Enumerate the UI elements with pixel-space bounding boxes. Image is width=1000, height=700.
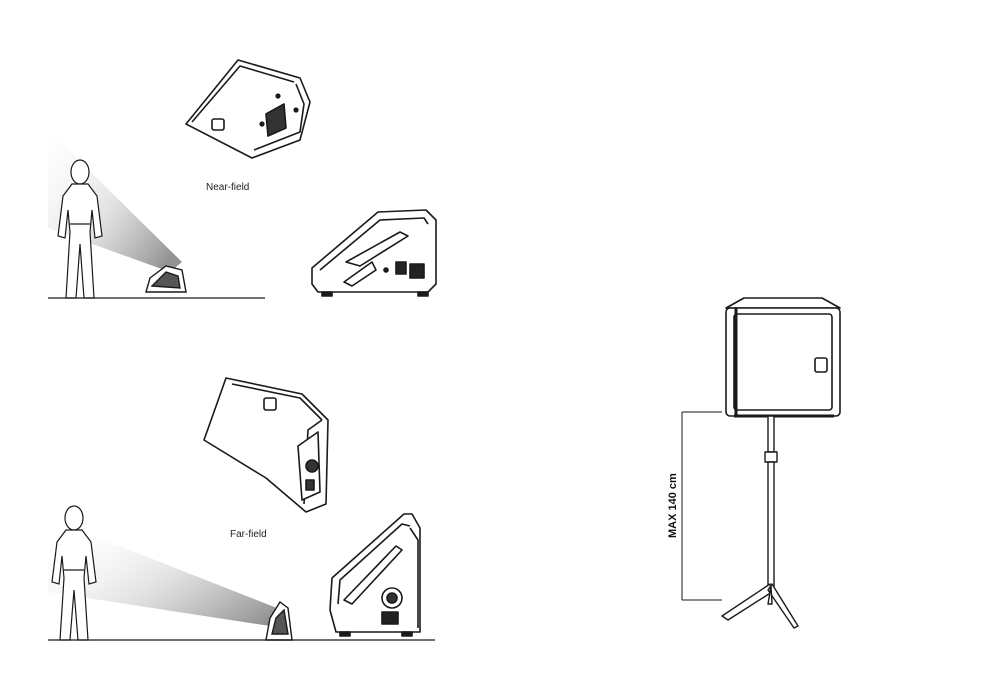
- near-field-monitor-iso-icon: [185, 59, 311, 159]
- far-field-monitor-iso-icon: [203, 377, 329, 513]
- far-field-sound-beam: [48, 518, 282, 626]
- near-field-listener-figure: [57, 159, 103, 299]
- near-field-label: Near-field: [206, 182, 249, 193]
- speaker-stand-icon: [721, 415, 799, 629]
- far-field-monitor-side-icon: [329, 513, 421, 637]
- far-field-listener-figure: [51, 505, 97, 641]
- stand-speaker-cabinet-icon: [725, 297, 841, 418]
- max-height-dimension-line: [681, 411, 722, 601]
- far-field-small-monitor-icon: [265, 600, 293, 641]
- near-field-monitor-side-icon: [311, 209, 437, 297]
- near-field-section: Near-field: [48, 59, 437, 299]
- max-height-label: MAX 140 cm: [667, 473, 679, 538]
- stand-mount-section: MAX 140 cm: [667, 297, 841, 629]
- near-field-small-monitor-icon: [145, 265, 187, 293]
- far-field-section: Far-field: [48, 377, 435, 641]
- far-field-label: Far-field: [230, 529, 267, 540]
